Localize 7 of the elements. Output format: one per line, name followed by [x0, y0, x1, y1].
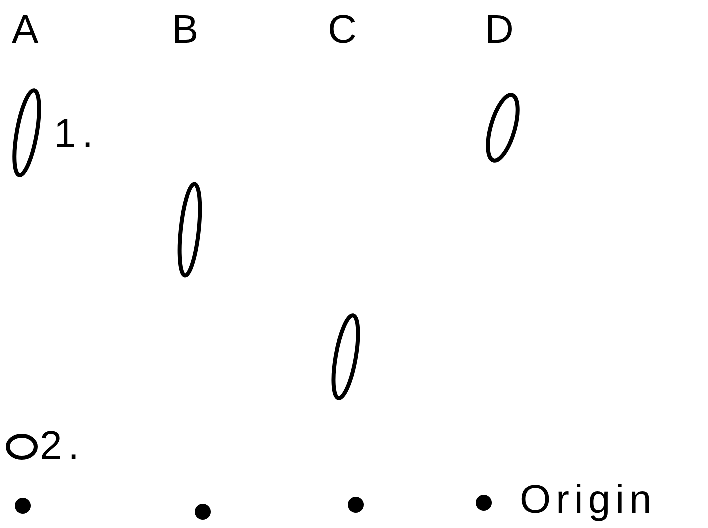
spot-number: 1.: [54, 112, 100, 156]
lane-letter: A: [12, 8, 39, 52]
lane-letter: D: [485, 8, 514, 52]
lane-letter: B: [172, 8, 199, 52]
lane-letter: C: [328, 8, 357, 52]
spot-number: 2.: [40, 424, 86, 468]
origin-label: Origin: [520, 478, 657, 522]
